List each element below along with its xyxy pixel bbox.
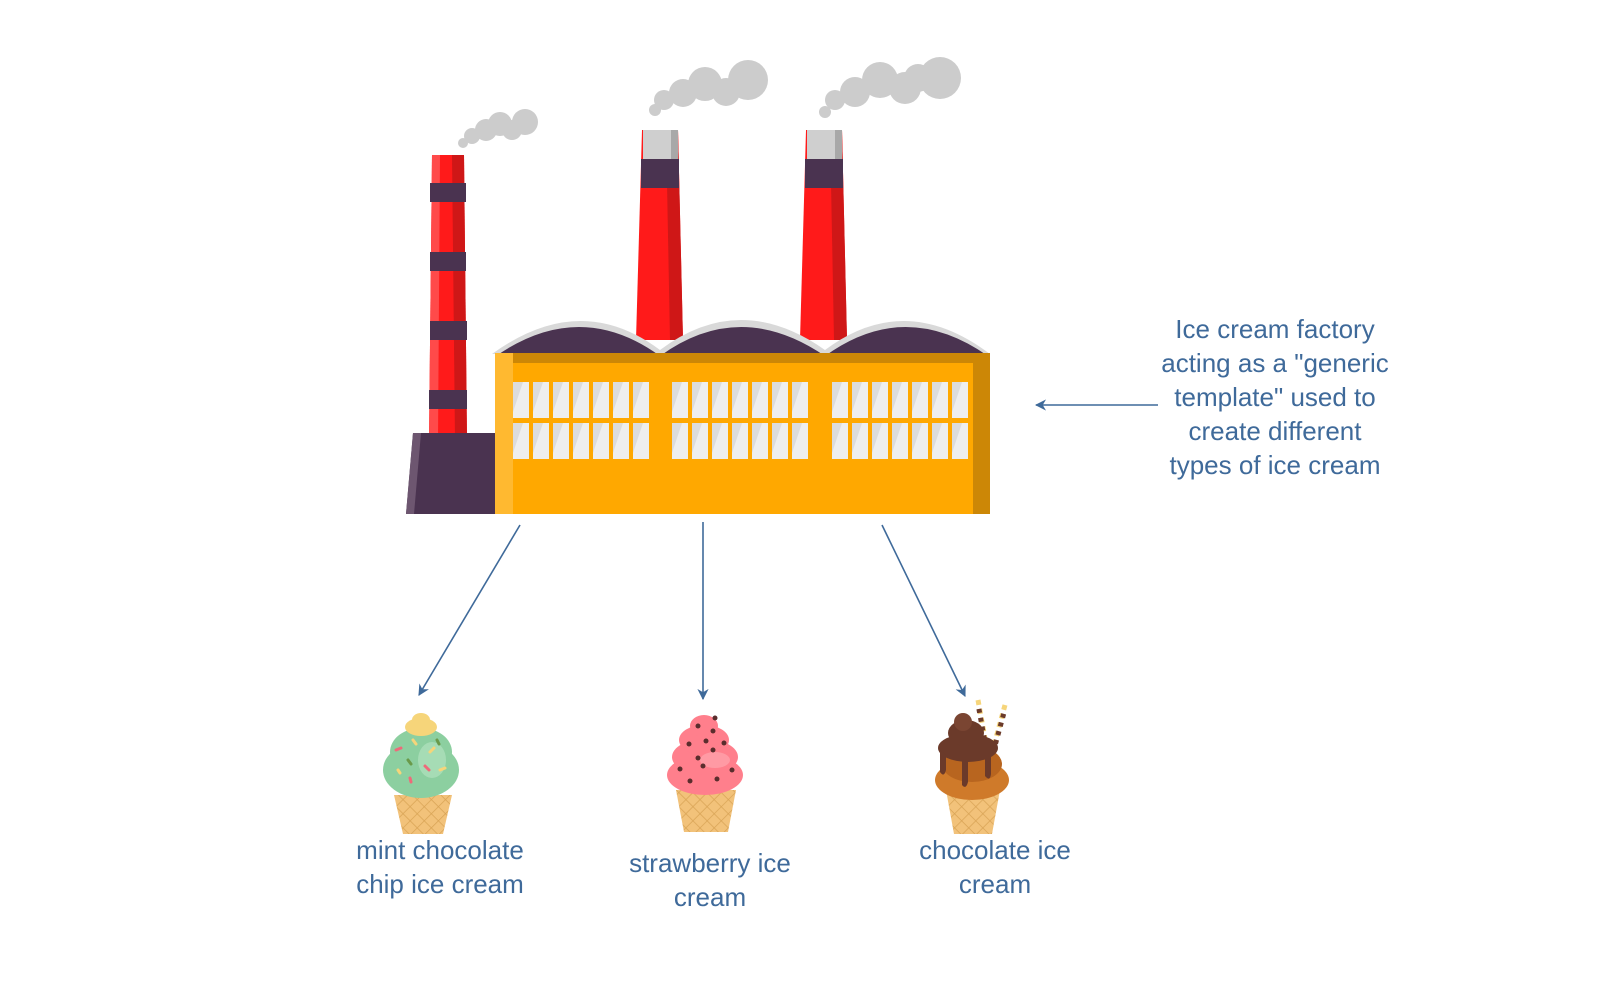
arrow-factory-to-chocolate [881, 524, 966, 698]
window-reflection [573, 382, 583, 412]
factory-icon [406, 57, 990, 514]
window-reflection [732, 423, 742, 453]
window-reflection [852, 423, 862, 453]
arrow-factory-to-mint [418, 524, 521, 696]
window-reflection [852, 382, 862, 412]
window-reflection [872, 423, 882, 453]
window-reflection [613, 382, 623, 412]
window-reflection [533, 423, 543, 453]
window-reflection [672, 382, 682, 412]
smoke-cloud-right [819, 57, 961, 118]
window-reflection [872, 382, 882, 412]
window-reflection [932, 423, 942, 453]
window-reflection [792, 423, 802, 453]
factory-description-label: Ice cream factory acting as a "generic t… [1161, 314, 1389, 480]
window-reflection [712, 382, 722, 412]
chimney-right [800, 130, 847, 340]
window-reflection [633, 423, 643, 453]
window-reflection [952, 382, 962, 412]
mint-ice-cream-icon [383, 713, 459, 834]
chocolate-ice-cream-label: chocolate ice cream [919, 835, 1071, 899]
window-reflection [892, 423, 902, 453]
window-reflection [613, 423, 623, 453]
smoke-cloud-left [458, 109, 538, 148]
window-reflection [692, 382, 702, 412]
strawberry-ice-cream-label: strawberry ice cream [629, 848, 791, 912]
factory-windows [513, 382, 968, 459]
window-reflection [513, 382, 523, 412]
window-reflection [712, 423, 722, 453]
window-reflection [912, 382, 922, 412]
window-reflection [752, 382, 762, 412]
window-reflection [772, 382, 782, 412]
window-reflection [952, 423, 962, 453]
window-reflection [593, 423, 603, 453]
chimney-middle [636, 130, 683, 340]
window-reflection [593, 382, 603, 412]
window-reflection [692, 423, 702, 453]
window-reflection [633, 382, 643, 412]
window-reflection [912, 423, 922, 453]
window-reflection [772, 423, 782, 453]
chimney-base [406, 433, 495, 514]
factory-roof [492, 320, 990, 356]
window-reflection [832, 382, 842, 412]
window-reflection [732, 382, 742, 412]
window-reflection [553, 423, 563, 453]
window-reflection [792, 382, 802, 412]
window-reflection [533, 382, 543, 412]
window-reflection [752, 423, 762, 453]
window-reflection [672, 423, 682, 453]
window-reflection [573, 423, 583, 453]
window-reflection [553, 382, 563, 412]
smoke-cloud-middle [649, 60, 768, 116]
mint-ice-cream-label: mint chocolate chip ice cream [356, 835, 524, 899]
window-reflection [513, 423, 523, 453]
window-reflection [932, 382, 942, 412]
window-reflection [892, 382, 902, 412]
chocolate-ice-cream-icon [935, 699, 1009, 834]
strawberry-ice-cream-icon [667, 715, 743, 832]
chimney-left [429, 155, 467, 440]
window-reflection [832, 423, 842, 453]
